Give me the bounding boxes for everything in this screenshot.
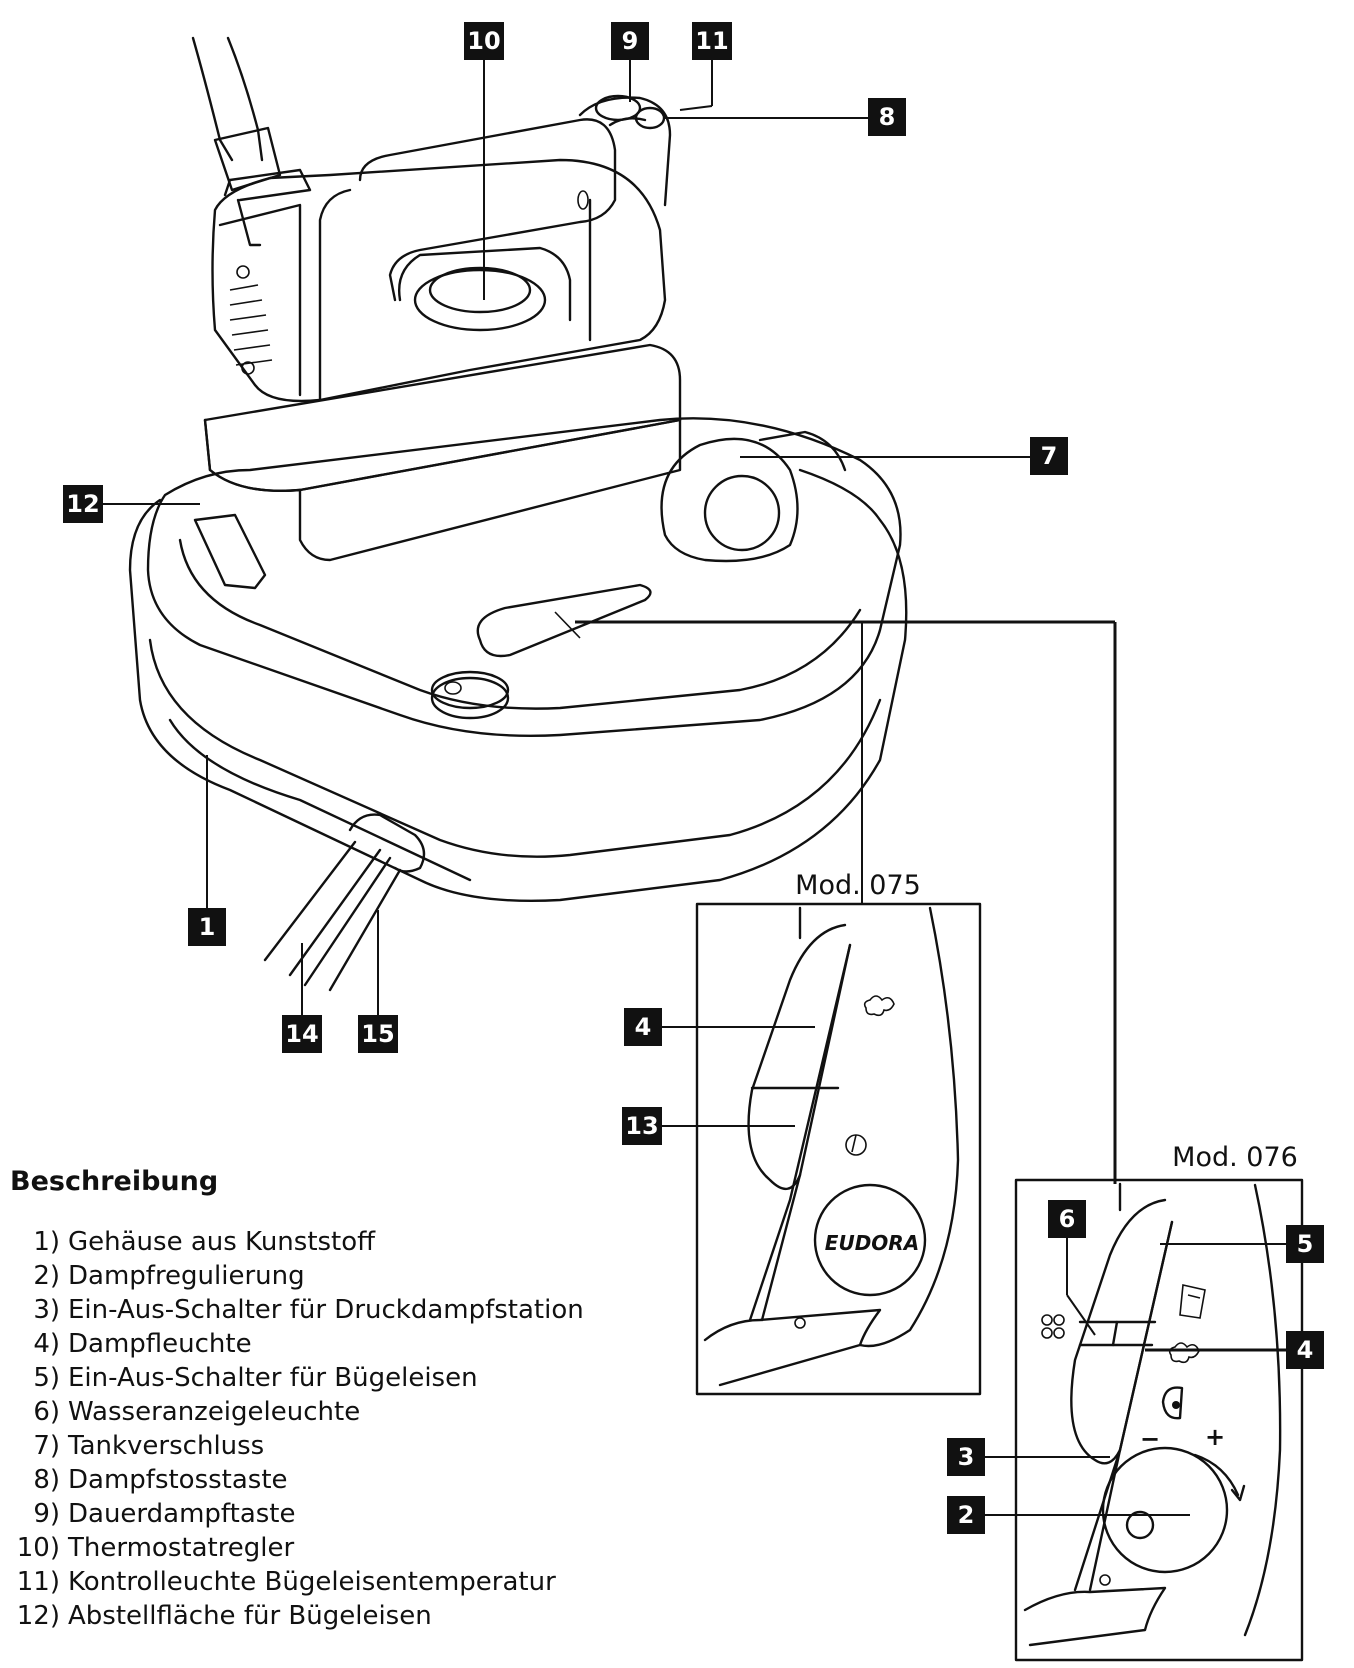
svg-text:9: 9	[622, 27, 639, 55]
callout-10: 10	[464, 22, 504, 60]
svg-text:4: 4	[635, 1013, 652, 1041]
panel-mod-076: Mod. 076	[1014, 1142, 1304, 1662]
svg-text:14: 14	[285, 1020, 318, 1048]
eudora-logo: EUDORA	[813, 1183, 927, 1297]
callout-12: 12	[63, 485, 103, 523]
steam-icon	[863, 995, 895, 1017]
plus-sign: +	[1205, 1423, 1225, 1451]
iron	[191, 36, 682, 562]
tank-icon	[1161, 1386, 1184, 1420]
legend-item: 10)Thermostatregler	[16, 1533, 295, 1563]
svg-text:13: 13	[625, 1112, 658, 1140]
steam-regulator-dial: − +	[1101, 1423, 1246, 1574]
svg-text:4: 4	[1297, 1336, 1314, 1364]
minus-sign: −	[1140, 1425, 1160, 1453]
legend-item: 4)Dampfleuchte	[33, 1329, 252, 1359]
legend-item: 1)Gehäuse aus Kunststoff	[33, 1227, 376, 1257]
legend-item: 8)Dampfstosstaste	[33, 1465, 288, 1495]
legend: Beschreibung 1)Gehäuse aus Kunststoff 2)…	[10, 1166, 630, 1633]
svg-text:5: 5	[1297, 1230, 1314, 1258]
callout-1: 1	[188, 908, 226, 946]
panel-mod-075: Mod. 075 EUDORA	[695, 870, 982, 1396]
svg-text:1: 1	[199, 913, 216, 941]
steam-icon	[1168, 1342, 1200, 1364]
callout-3: 3	[947, 1438, 985, 1476]
callout-13: 13	[622, 1107, 662, 1145]
callout-4-mod076: 4	[1286, 1331, 1324, 1369]
legend-item: 7)Tankverschluss	[33, 1431, 265, 1461]
iron-symbol-icon	[1179, 1284, 1206, 1319]
legend-item: 3)Ein-Aus-Schalter für Druckdampfstation	[33, 1295, 584, 1325]
callout-9: 9	[611, 22, 649, 60]
mod-076-label: Mod. 076	[1172, 1142, 1298, 1173]
callout-8: 8	[868, 98, 906, 136]
power-icon	[845, 1134, 867, 1156]
steam-station-body	[128, 417, 908, 992]
mod-075-label: Mod. 075	[795, 870, 921, 901]
svg-text:7: 7	[1041, 442, 1058, 470]
callout-15: 15	[358, 1015, 398, 1053]
legend-item: 12)Abstellfläche für Bügeleisen	[16, 1601, 432, 1631]
callout-11: 11	[692, 22, 732, 60]
svg-text:3: 3	[958, 1443, 975, 1471]
legend-title: Beschreibung	[10, 1166, 219, 1197]
connector-lines	[575, 620, 1117, 1184]
svg-text:8: 8	[879, 103, 896, 131]
legend-item: 6)Wasseranzeigeleuchte	[33, 1397, 361, 1427]
svg-text:2: 2	[958, 1501, 975, 1529]
callout-14: 14	[282, 1015, 322, 1053]
legend-item: 9)Dauerdampftaste	[33, 1499, 296, 1529]
legend-item: 11)Kontrolleuchte Bügeleisentemperatur	[16, 1567, 556, 1597]
svg-text:EUDORA: EUDORA	[825, 1231, 919, 1255]
callout-6: 6	[1048, 1200, 1086, 1238]
svg-text:10: 10	[467, 27, 500, 55]
legend-item: 5)Ein-Aus-Schalter für Bügeleisen	[33, 1363, 478, 1393]
callout-4-mod075: 4	[624, 1008, 662, 1046]
water-level-icon	[1041, 1314, 1065, 1339]
legend-list: 1)Gehäuse aus Kunststoff 2)Dampfregulier…	[10, 1225, 630, 1633]
svg-text:11: 11	[695, 27, 728, 55]
callout-5: 5	[1286, 1225, 1324, 1263]
callout-7: 7	[1030, 437, 1068, 475]
svg-text:12: 12	[66, 490, 99, 518]
svg-text:15: 15	[361, 1020, 394, 1048]
leader-lines	[103, 60, 1286, 1516]
callout-2: 2	[947, 1496, 985, 1534]
legend-item: 2)Dampfregulierung	[33, 1261, 305, 1291]
svg-text:6: 6	[1059, 1205, 1076, 1233]
